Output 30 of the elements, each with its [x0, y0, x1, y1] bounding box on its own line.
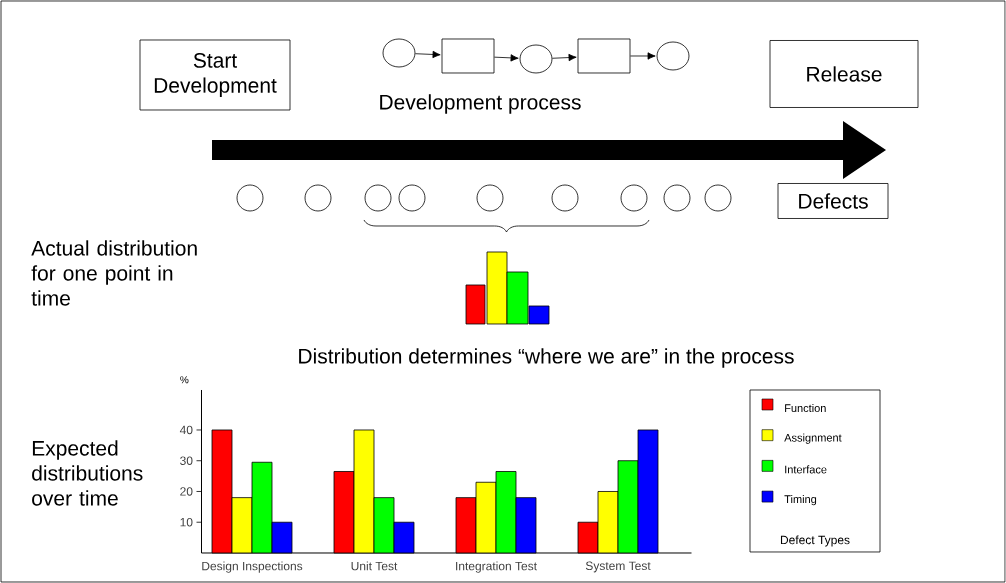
process-circle [656, 41, 690, 71]
legend-label: Assignment [784, 433, 842, 444]
x-tick-label: Integration Test [456, 561, 537, 573]
process-box [577, 38, 631, 74]
process-circle [519, 44, 553, 74]
y-tick-label: 30 [180, 456, 193, 465]
arrow [552, 53, 577, 62]
legend-label: Function [785, 403, 826, 413]
step-box: Defects [777, 183, 889, 219]
legend-title: Defect Types [781, 535, 850, 547]
arrow [630, 52, 656, 60]
side-note: Actual distribution for one point in time [31, 240, 197, 306]
x-tick-label: Design Inspections [202, 561, 303, 573]
step-box: Start Development [139, 39, 291, 111]
caption: Development process [380, 94, 581, 114]
y-tick-label: 10 [180, 517, 193, 527]
legend-label: Interface [785, 465, 827, 474]
side-note: Expected distributions over time [32, 440, 143, 506]
arrow [494, 54, 519, 62]
arrow [415, 50, 441, 59]
process-circle [382, 38, 416, 68]
x-tick-label: Unit Test [351, 561, 398, 571]
y-tick-label: 40 [179, 425, 193, 435]
legend-label: Timing [784, 494, 817, 506]
y-tick-label: 20 [180, 487, 193, 496]
x-tick-label: System Test [585, 561, 651, 573]
step-box: Release [769, 40, 919, 108]
process-box [441, 38, 495, 74]
y-axis-title: % [180, 376, 189, 384]
heading: Distribution determines “where we are” in the process [299, 348, 794, 368]
